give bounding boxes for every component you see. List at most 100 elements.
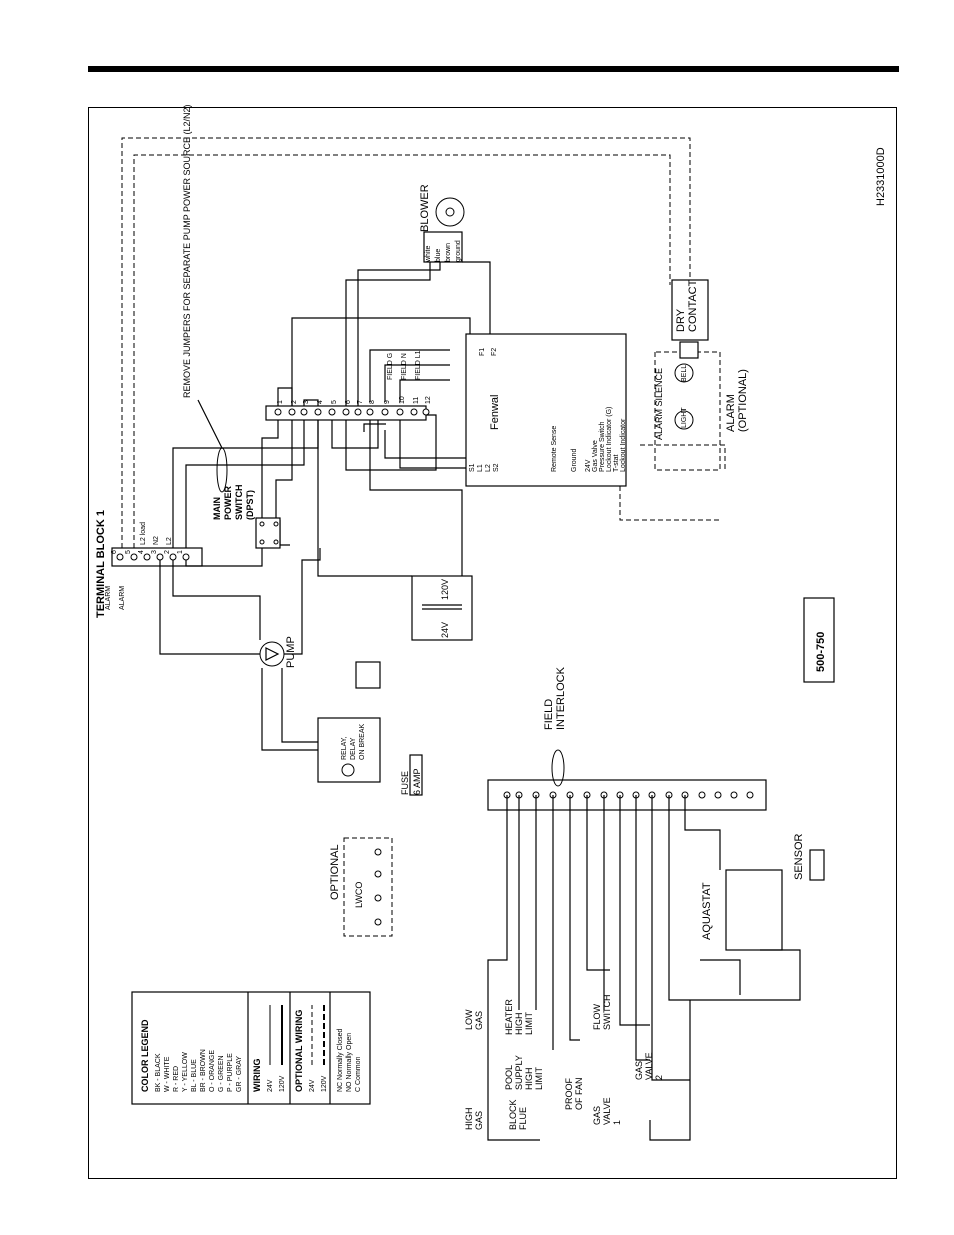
fenwal-lockout: Lockout Indicator [620,418,627,472]
abbrev-nc: NC Normally Closed [337,1028,344,1092]
tb1-num-2: 2 [164,550,171,554]
gas-valve-2-label-3: 2 [654,1075,664,1080]
pool-supply-label-1: POOL [504,1065,514,1090]
flow-switch-label-1: FLOW [592,1003,602,1030]
abbrev-c: C Common [355,1056,362,1092]
gas-valve-2-label-1: GAS [634,1061,644,1080]
field-interlock-label-1: FIELD [543,699,555,730]
terminal-block-1-title: TERMINAL BLOCK 1 [95,510,107,618]
tb1-num-1: 1 [177,550,184,554]
optional-24v: 24V [309,1079,316,1092]
tb1-num-6: 6 [111,550,118,554]
tb1-label-alarm-1: ALARM [105,586,112,610]
sensor-label: SENSOR [793,833,805,880]
tb1-label-l2load: L2 load [140,522,147,545]
diagram-frame [88,107,897,1179]
pool-supply-label-3: HIGH [524,1068,534,1091]
block-flue-label-1: BLOCK [508,1099,518,1130]
relay-switch [355,661,381,689]
pool-supply-label-2: SUPPLY [514,1055,524,1090]
tb2-num-5: 5 [331,400,338,404]
color-legend: COLOR LEGEND BK - BLACK W - WHITE R - RE… [131,991,371,1105]
wiring-120v: 120V [279,1075,286,1092]
heater-limit-label-2: HIGH [514,1013,524,1036]
alarm-light: LIGHT [681,407,688,428]
tb1-num-4: 4 [138,550,145,554]
tb2-label-field-l1: FIELD L1 [415,350,422,380]
blower: BLOWER white blue brown ground [419,184,465,263]
legend-r: R - RED [173,1066,180,1092]
main-power-switch: MAIN POWER SWITCH (DPST) [212,485,281,549]
tb1-label-l2: L2 [166,537,173,545]
fenwal-pressure-switch: Pressure Switch [599,421,606,472]
aquastat-label: AQUASTAT [701,882,713,940]
lwco-optional: OPTIONAL LWCO [329,837,393,937]
legend-gr: GR - GRAY [236,1056,243,1092]
blower-wire-ground: ground [455,240,462,262]
legend-g: G - GREEN [218,1055,225,1092]
aquastat: AQUASTAT SENSOR [701,833,825,951]
fuse-label-1: FUSE [400,771,410,795]
alarm-bell: BELL [681,365,688,382]
tb1-label-alarm-2: ALARM [119,586,126,610]
main-power-switch-label-1: MAIN [212,497,222,520]
fenwal-s1: S1 [469,463,476,472]
main-power-switch-label-3: SWITCH [234,485,244,521]
legend-y: Y - YELLOW [182,1052,189,1092]
gas-valve-1-label-3: 1 [612,1120,622,1125]
abbrev-no: NO Normally Open [346,1033,353,1092]
dry-contact-label-1: DRY [675,308,687,332]
pump: PUMP [259,636,297,668]
fenwal-l2: L2 [485,464,492,472]
low-voltage-wiring [487,795,801,1141]
legend-w: W - WHITE [164,1056,171,1092]
wiring-24v: 24V [267,1079,274,1092]
model-range: 500-750 [803,597,835,683]
pump-label: PUMP [285,636,297,668]
flow-switch-label-2: SWITCH [602,995,612,1031]
transformer-primary: 120V [440,579,450,600]
tb1-terminals [116,553,190,561]
jumper-note-text: REMOVE JUMPERS FOR SEPARATE PUMP POWER S… [182,104,192,398]
legend-bl: BL - BLUE [191,1059,198,1092]
blower-wire-brown: brown [445,243,452,262]
safety-switches: HIGH GAS BLOCK FLUE LOW GAS POOL SUPPLY … [464,995,664,1131]
fenwal-f1: F1 [479,348,486,356]
lwco-title: OPTIONAL [329,844,341,900]
blower-wire-white: white [425,246,432,263]
high-gas-label-1: HIGH [464,1108,474,1131]
legend-o: O - ORANGE [209,1050,216,1092]
fenwal-remote-sense: Remote Sense [551,426,558,472]
legend-br: BR - BROWN [200,1049,207,1092]
terminal-strip-24v [487,779,767,811]
fenwal-control: Fenwal F1 F2 S1 L1 L2 S2 Remote Sense Gr… [465,333,627,487]
fuse-label-2: 6 AMP [412,768,422,795]
low-gas-label-2: GAS [474,1011,484,1030]
tb2-num-1: 1 [277,400,284,404]
tb1-num-3: 3 [151,550,158,554]
fenwal-label: Fenwal [489,395,501,430]
proof-fan-label-1: PROOF [564,1077,574,1110]
relay-label-2: DELAY [350,737,357,760]
transformer-secondary: 24V [440,622,450,638]
fenwal-tstat: T-stat [613,454,620,472]
fenwal-gas-valve: Gas Valve [592,440,599,472]
field-interlock-label-2: INTERLOCK [555,666,567,730]
transformer: 120V 24V [411,575,473,641]
tb2-num-8: 8 [369,400,376,404]
tb2-label-field-n: FIELD N [401,353,408,380]
fenwal-24v: 24V [585,459,592,472]
tb2-num-6: 6 [345,400,352,404]
legend-bk: BK - BLACK [155,1053,162,1092]
relay-label-1: RELAY, [341,736,348,760]
legend-p: P - PURPLE [227,1053,234,1092]
tb2-num-7: 7 [357,400,364,404]
fenwal-lockout-g: Lockout Indicator (G) [606,407,613,472]
main-power-switch-label-2: POWER [223,485,233,520]
top-rule [88,66,899,72]
lwco-label: LWCO [354,882,364,908]
terminal-block-2: 1 2 3 4 5 6 7 8 9 10 11 12 FIELD G FIELD… [265,350,432,421]
relay-label-3: ON BREAK [359,723,366,760]
wiring-title: WIRING [252,1059,262,1093]
